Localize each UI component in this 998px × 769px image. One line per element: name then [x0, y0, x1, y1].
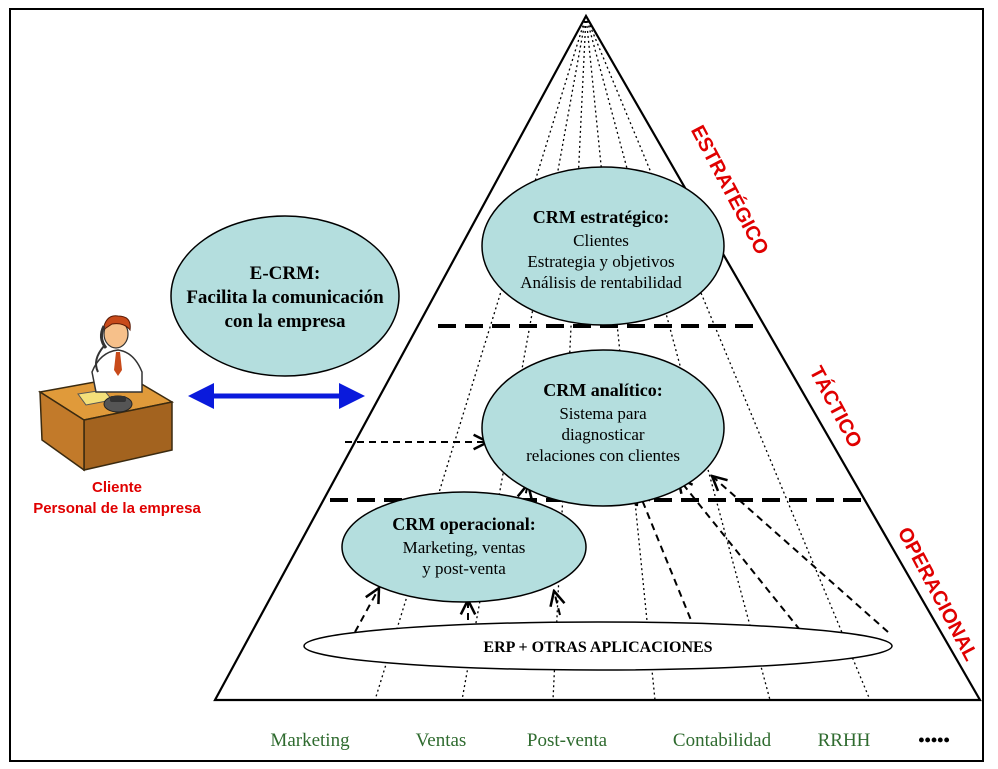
ecrm-title: E-CRM: [250, 263, 321, 284]
crm-analytic-line3: relaciones con clientes [526, 446, 680, 465]
level-tactical-label: TÁCTICO [805, 362, 867, 451]
crm-operational-line1: Marketing, ventas [403, 538, 526, 557]
department-post-venta: Post-venta [527, 730, 608, 751]
department-marketing: Marketing [270, 730, 350, 751]
department-ventas: Ventas [416, 730, 467, 751]
person-at-desk-icon [37, 315, 175, 472]
erp-label: ERP + OTRAS APLICACIONES [483, 639, 712, 656]
crm-analytic-line2: diagnosticar [561, 425, 644, 444]
crm-operational-title: CRM operacional: [392, 514, 535, 534]
client-label-line2: Personal de la empresa [33, 500, 201, 517]
crm-strategic-ellipse [481, 166, 725, 326]
erp-ellipse [303, 621, 893, 671]
crm-analytic-line1: Sistema para [559, 404, 647, 423]
department-rrhh: RRHH [818, 730, 871, 751]
ecrm-ellipse [170, 215, 400, 377]
pyramid-outline [213, 13, 982, 702]
crm-strategic-line1: Clientes [573, 231, 629, 250]
crm-operational-ellipse [341, 491, 587, 603]
department-contabilidad: Contabilidad [673, 730, 772, 751]
crm-strategic-line2: Estrategia y objetivos [527, 252, 674, 271]
ecrm-line2: con la empresa [224, 311, 346, 332]
crm-analytic-title: CRM analítico: [543, 380, 662, 400]
level-operational-label: OPERACIONAL [893, 524, 982, 665]
crm-strategic-line3: Análisis de rentabilidad [520, 273, 682, 292]
communication-double-arrow [188, 383, 365, 409]
client-label-line1: Cliente [92, 479, 142, 496]
crm-operational-line2: y post-venta [422, 559, 506, 578]
crm-analytic-ellipse [481, 349, 725, 507]
department-labels: Marketing Ventas Post-venta Contabilidad… [270, 730, 949, 751]
diagram-frame [9, 8, 984, 762]
ecrm-line1: Facilita la comunicación [186, 287, 384, 308]
crm-strategic-title: CRM estratégico: [533, 207, 669, 227]
department-more-dots: ••••• [918, 730, 950, 750]
